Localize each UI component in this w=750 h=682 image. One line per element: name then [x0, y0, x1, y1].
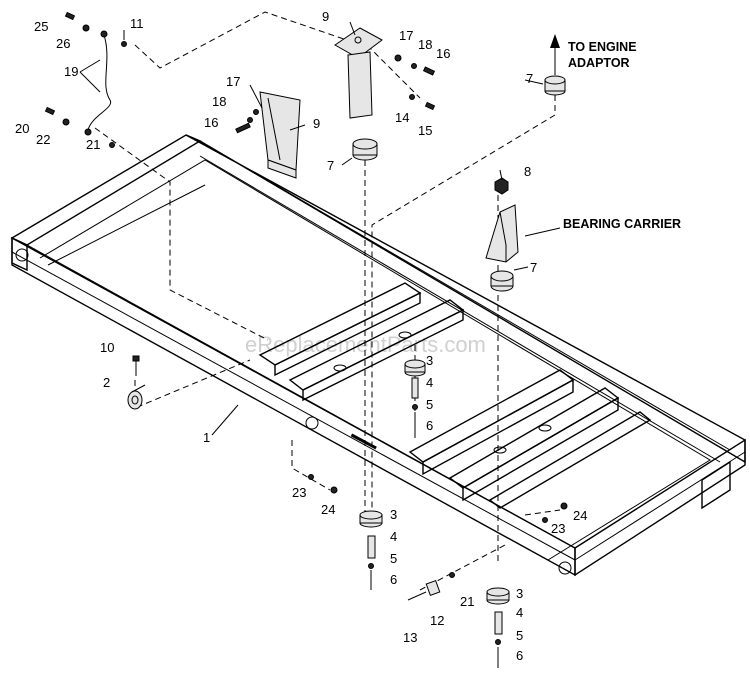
callout-4-center: 4: [426, 375, 433, 390]
callout-16-left: 16: [204, 115, 218, 130]
left-rail-top: [10, 134, 202, 246]
annotation-labels: TO ENGINE ADAPTOR BEARING CARRIER: [563, 40, 681, 231]
callout-14: 14: [395, 110, 409, 125]
to-engine-adaptor-label-line2: ADAPTOR: [568, 56, 630, 70]
callout-5-right: 5: [516, 628, 523, 643]
callout-3-center: 3: [426, 353, 433, 368]
ground-hardware: [308, 474, 568, 601]
callout-20: 20: [15, 121, 29, 136]
isolator-mounts: [352, 75, 566, 292]
callout-5-left: 5: [390, 551, 397, 566]
callout-17-center: 17: [399, 28, 413, 43]
callout-1: 1: [203, 430, 210, 445]
to-engine-adaptor-label-line1: TO ENGINE: [568, 40, 637, 54]
bearing-carrier-label: BEARING CARRIER: [563, 217, 681, 231]
isolator-stack-right: [486, 587, 510, 668]
callout-7-center: 7: [327, 158, 334, 173]
engine-adaptor-arrow: [550, 34, 560, 75]
callout-21-lower: 21: [460, 594, 474, 609]
callout-17-left: 17: [226, 74, 240, 89]
callout-15: 15: [418, 123, 432, 138]
callout-13: 13: [403, 630, 417, 645]
callout-18-center: 18: [418, 37, 432, 52]
callout-19: 19: [64, 64, 78, 79]
callout-11: 11: [130, 16, 144, 31]
isolator-stack-center: [404, 359, 426, 438]
callout-6-center: 6: [426, 418, 433, 433]
callout-numbers: 25 26 11 19 20 22 21 9 17 18 16 14 15 7 …: [15, 9, 587, 663]
base-frame: [10, 134, 746, 577]
callout-23-right: 23: [551, 521, 565, 536]
callout-3-left: 3: [390, 507, 397, 522]
mount-bracket-left: [235, 91, 301, 179]
callout-23-left: 23: [292, 485, 306, 500]
back-rail: [185, 134, 746, 464]
callout-leaders: [79, 21, 561, 436]
upper-left-hardware: [44, 11, 127, 148]
cross-members: [258, 282, 652, 509]
callout-25: 25: [34, 19, 48, 34]
callout-24-right: 24: [573, 508, 587, 523]
callout-3-right: 3: [516, 586, 523, 601]
callout-9-center: 9: [322, 9, 329, 24]
callout-4-left: 4: [390, 529, 397, 544]
callout-24-left: 24: [321, 502, 335, 517]
callout-2: 2: [103, 375, 110, 390]
bearing-carrier-part: [485, 177, 519, 263]
callout-7-top-right: 7: [526, 71, 533, 86]
lifting-cable: [84, 30, 112, 136]
lifting-eye-assembly: [127, 355, 143, 410]
callout-6-left: 6: [390, 572, 397, 587]
callout-6-right: 6: [516, 648, 523, 663]
callout-8: 8: [524, 164, 531, 179]
callout-22: 22: [36, 132, 50, 147]
callout-26: 26: [56, 36, 70, 51]
right-end-rail: [574, 438, 746, 577]
isolator-stack-left: [359, 510, 383, 590]
callout-18-left: 18: [212, 94, 226, 109]
callout-16-center: 16: [436, 46, 450, 61]
callout-9-left: 9: [313, 116, 320, 131]
callout-5-center: 5: [426, 397, 433, 412]
callout-12: 12: [430, 613, 444, 628]
callout-21-upper: 21: [86, 137, 100, 152]
callout-7-bearing: 7: [530, 260, 537, 275]
callout-10: 10: [100, 340, 114, 355]
callout-4-right: 4: [516, 605, 523, 620]
mount-bracket-center: [334, 27, 436, 119]
